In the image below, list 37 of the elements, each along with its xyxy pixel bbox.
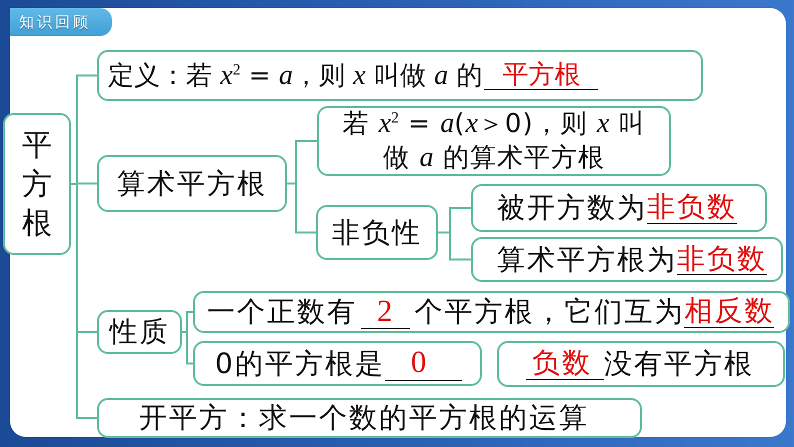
node-text: 开平方：求一个数的平方根的运算 [139,401,589,435]
node-text: 平方根 [22,126,52,242]
node-text: 个平方根，它们互为 [414,295,684,329]
connector-line [438,232,471,260]
node-text: 定义：若 x$^{2}$ = a，则 x 叫做 a 的 [108,58,482,92]
connector-line [71,183,97,419]
node-text: 算术平方根 [117,166,267,200]
topic-box [471,237,783,282]
node-text: 没有平方根 [604,347,754,381]
topic-box [317,106,671,176]
node-text: 若 x$^{2}$ = a(x＞0)，则 x 叫做 a 的算术平方根 [341,107,647,175]
fill-in-answer: 相反数 [684,296,774,328]
node-text: 被开方数为 [497,191,647,225]
fill-in-answer: 2 [361,294,410,330]
topic-box [97,155,287,212]
fill-in-answer: 负数 [526,348,604,380]
node-text: 0的平方根是 [215,346,385,380]
topic-box [497,341,785,387]
topic-box [97,50,703,101]
topic-box [316,205,438,260]
topic-box [193,341,482,386]
node-text: 一个正数有 [207,295,357,329]
node-text: 非负性 [332,216,422,250]
fill-in-answer: 非负数 [677,244,767,276]
topic-box [97,398,642,438]
section-tab: 知识回顾 [10,8,112,36]
root-topic-box [3,113,71,255]
node-text: 算术平方根为 [497,242,677,276]
topic-box [193,291,790,333]
fill-in-answer: 非负数 [647,192,737,224]
fill-in-answer: 平方根 [484,60,598,90]
fill-in-answer: 0 [384,346,462,381]
connector-line [287,182,316,234]
connector-line [182,331,193,364]
node-text: 性质 [110,315,170,349]
topic-box [97,310,182,354]
topic-box [471,184,767,232]
